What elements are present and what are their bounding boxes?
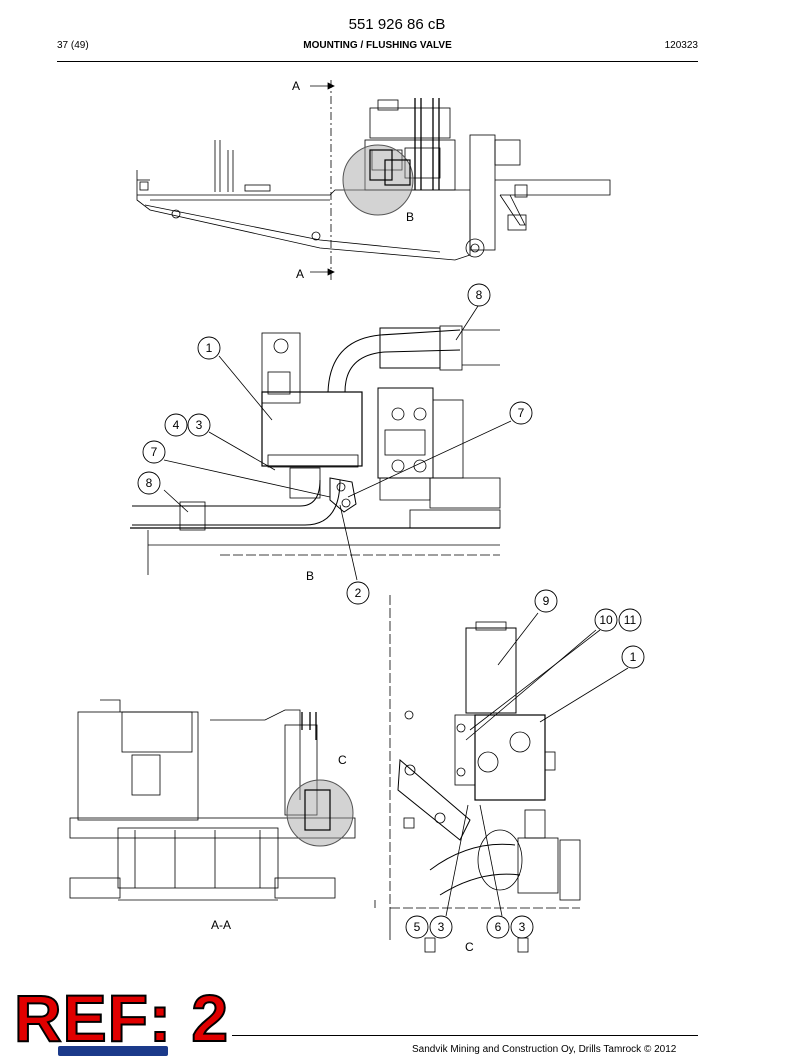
detail-b-marker: B [406, 210, 414, 224]
overview-side-view: B A A [136, 79, 611, 282]
balloon-b-7-right: 7 [509, 401, 533, 425]
balloon-b-7-left: 7 [142, 440, 166, 464]
section-aa-view: C A-A [69, 699, 356, 932]
svg-text:7: 7 [151, 445, 158, 459]
balloon-c-3-right: 3 [510, 915, 534, 939]
detail-c-view: C [374, 595, 629, 954]
section-a-label-top: A [292, 79, 300, 93]
header-divider [57, 61, 698, 62]
page-number: 37 (49) [57, 40, 89, 51]
svg-text:8: 8 [146, 476, 153, 490]
balloon-b-1: 1 [197, 336, 221, 360]
balloon-b-4: 4 [164, 413, 188, 437]
balloon-c-6: 6 [486, 915, 510, 939]
detail-c-caption: C [465, 940, 474, 954]
svg-text:4: 4 [173, 418, 180, 432]
balloon-b-3: 3 [187, 413, 211, 437]
svg-text:3: 3 [519, 920, 526, 934]
balloon-b-8-left: 8 [137, 471, 161, 495]
balloon-b-8-top: 8 [467, 283, 491, 307]
svg-text:8: 8 [476, 288, 483, 302]
balloon-c-11: 11 [618, 608, 642, 632]
section-a-label-bottom: A [296, 267, 304, 281]
svg-text:1: 1 [630, 650, 637, 664]
footer-copyright: Sandvik Mining and Construction Oy, Dril… [412, 1044, 677, 1055]
footer-divider [232, 1035, 698, 1036]
svg-text:5: 5 [414, 920, 421, 934]
balloon-c-9: 9 [534, 589, 558, 613]
document-number: 551 926 86 cB [348, 16, 446, 33]
svg-text:2: 2 [355, 586, 362, 600]
balloon-c-1: 1 [621, 645, 645, 669]
sandvik-logo [58, 1046, 168, 1056]
detail-c-marker: C [338, 753, 347, 767]
svg-text:3: 3 [438, 920, 445, 934]
balloon-c-3-left: 3 [429, 915, 453, 939]
balloon-b-2: 2 [346, 581, 370, 605]
detail-b-caption: B [306, 569, 314, 583]
revision-date: 120323 [664, 40, 698, 51]
svg-text:11: 11 [624, 613, 637, 627]
svg-text:10: 10 [599, 613, 613, 627]
svg-text:1: 1 [206, 341, 213, 355]
svg-text:7: 7 [518, 406, 525, 420]
section-aa-caption: A-A [211, 918, 231, 932]
svg-text:6: 6 [495, 920, 502, 934]
balloon-c-10: 10 [594, 608, 618, 632]
balloon-c-5: 5 [405, 915, 429, 939]
svg-text:3: 3 [196, 418, 203, 432]
detail-b-view: B [130, 305, 512, 583]
svg-text:9: 9 [543, 594, 550, 608]
header-row: 37 (49) MOUNTING / FLUSHING VALVE 120323 [57, 40, 698, 56]
page-title: MOUNTING / FLUSHING VALVE [303, 40, 452, 51]
reference-stamp: REF: 2 [13, 981, 230, 1055]
